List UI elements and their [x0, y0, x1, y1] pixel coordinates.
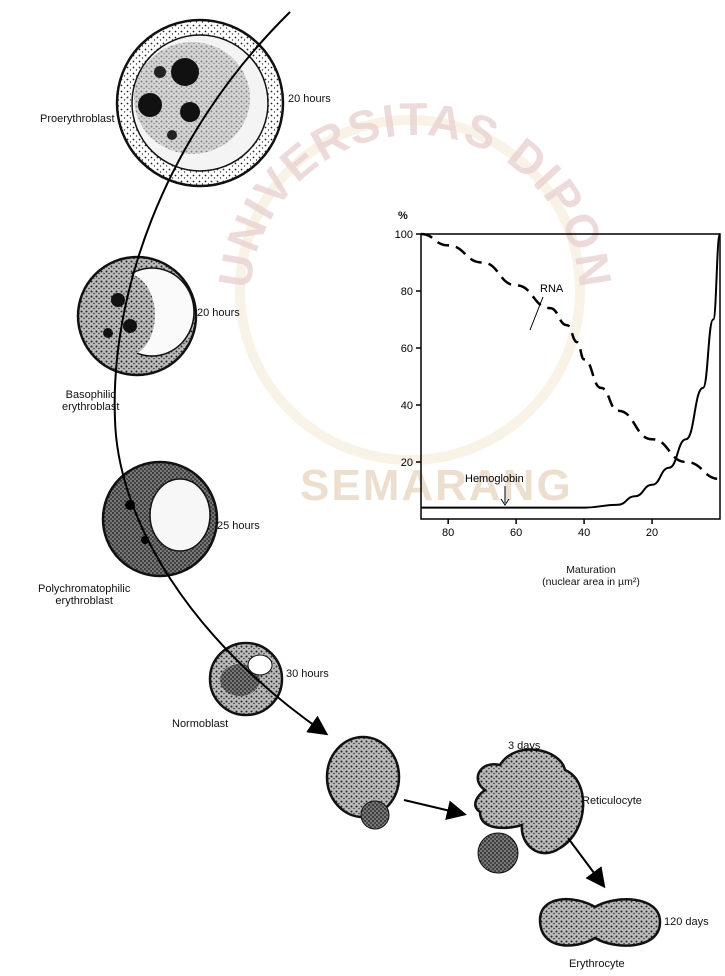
chart-ylabel: % — [398, 210, 408, 222]
label-polychromatophilic-erythroblast: Polychromatophilic erythroblast — [38, 583, 130, 607]
basophilic-erythroblast-cell — [78, 257, 196, 375]
chart-plot-area: 100 80 60 40 20 80 60 40 20 RNA Hemoglobin — [395, 229, 720, 539]
x-tick-label-0: 80 — [442, 527, 454, 539]
annotation-rna: RNA — [540, 283, 564, 295]
arrow-to-reticulocyte — [404, 800, 463, 814]
label-normoblast: Normoblast — [172, 718, 228, 730]
series-hemoglobin-line — [421, 234, 720, 508]
time-reticulocyte: 3 days — [508, 740, 540, 752]
nucleus-extrusion-cell — [327, 737, 399, 829]
label-reticulocyte: Reticulocyte — [582, 795, 642, 807]
x-tick-label-2: 40 — [578, 527, 590, 539]
y-tick-label-3: 40 — [401, 400, 413, 412]
time-normoblast: 30 hours — [286, 668, 329, 680]
time-polychromatophilic-erythroblast: 25 hours — [217, 520, 260, 532]
y-tick-label-4: 20 — [401, 457, 413, 469]
arrow-to-erythrocyte — [568, 838, 603, 885]
reticulocyte-cell — [475, 750, 583, 873]
annotation-hemoglobin: Hemoglobin — [465, 473, 524, 485]
polychromatophilic-erythroblast-cell — [103, 462, 217, 576]
chart-xlabel: Maturation (nuclear area in µm²) — [516, 564, 666, 588]
normoblast-cell — [210, 643, 282, 715]
label-basophilic-erythroblast: Basophilic erythroblast — [62, 389, 119, 413]
label-erythrocyte: Erythrocyte — [569, 958, 625, 970]
y-tick-label-1: 80 — [401, 286, 413, 298]
x-tick-label-1: 60 — [510, 527, 522, 539]
time-basophilic-erythroblast: 20 hours — [197, 307, 240, 319]
x-tick-label-3: 20 — [646, 527, 658, 539]
time-erythrocyte: 120 days — [664, 916, 709, 928]
time-proerythroblast: 20 hours — [288, 93, 331, 105]
y-tick-label-2: 60 — [401, 343, 413, 355]
label-proerythroblast: Proerythroblast — [40, 113, 115, 125]
y-tick-label-0: 100 — [395, 229, 413, 241]
erythrocyte-cell — [540, 899, 660, 945]
series-rna-line — [421, 234, 720, 479]
